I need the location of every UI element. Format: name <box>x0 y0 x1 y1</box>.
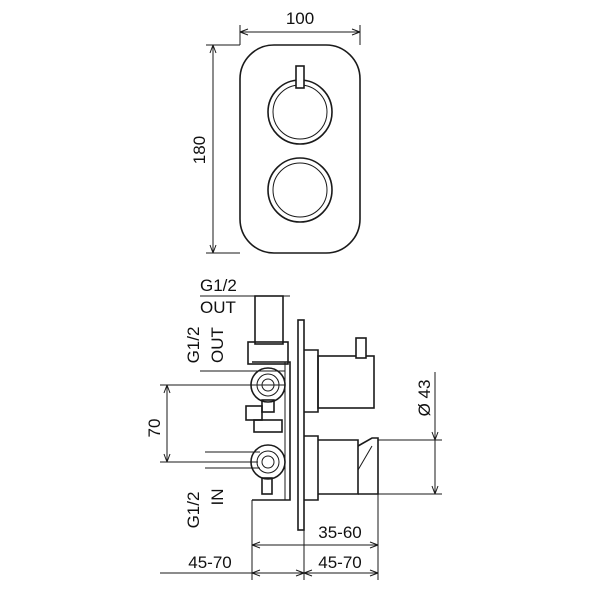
lower-knob-side <box>304 435 319 501</box>
knob-diameter-label: Ø 43 <box>415 380 434 417</box>
lower-fitting-tab <box>261 477 273 495</box>
top-outlet-callout: G1/2 OUT <box>200 276 290 317</box>
front-view <box>239 44 361 254</box>
wall-plate <box>297 319 305 531</box>
lower-fitting-inner <box>256 450 280 474</box>
top-knob <box>267 79 333 145</box>
height-dimension-label: 180 <box>190 136 209 164</box>
inlet-label: IN <box>208 489 227 506</box>
middle-connector-nut <box>253 419 283 433</box>
bottom-knob <box>267 157 333 223</box>
side-outlet-callout: G1/2 OUT <box>184 327 285 386</box>
upper-knob-lever <box>355 337 367 359</box>
side-view <box>245 295 379 531</box>
inlet-spacing-label: 70 <box>145 419 164 438</box>
top-knob-inner <box>272 84 328 140</box>
depth-left-label: 45-70 <box>188 553 231 572</box>
top-outlet-nut <box>247 341 289 365</box>
depth-right-label: 45-70 <box>318 553 361 572</box>
valve-body <box>252 361 291 501</box>
faceplate-outline <box>239 44 361 254</box>
knob-diameter-dimension: Ø 43 <box>378 372 442 495</box>
side-outlet-thread-label: G1/2 <box>184 327 203 364</box>
depth-dimension: 45-70 45-70 <box>160 552 379 580</box>
width-dimension-label: 100 <box>286 9 314 28</box>
bottom-knob-inner <box>272 162 328 218</box>
lower-handle-spout <box>357 437 379 495</box>
top-knob-lever <box>295 65 305 89</box>
inlet-spacing-dimension: 70 <box>145 384 258 463</box>
width-dimension: 100 <box>239 9 361 45</box>
inlet-callout: G1/2 IN <box>184 451 260 529</box>
inlet-thread-label: G1/2 <box>184 492 203 529</box>
top-outlet-thread-label: G1/2 <box>200 276 237 295</box>
top-outlet-pipe <box>254 295 284 345</box>
upper-knob-side <box>304 349 319 413</box>
projection-dimension: 35-60 <box>251 494 379 580</box>
height-dimension: 180 <box>190 44 240 254</box>
upper-knob-body <box>317 355 375 409</box>
lower-handle <box>318 439 359 495</box>
middle-connector <box>245 405 263 421</box>
projection-label: 35-60 <box>318 523 361 542</box>
side-outlet-label: OUT <box>208 327 227 363</box>
top-outlet-label: OUT <box>200 298 236 317</box>
